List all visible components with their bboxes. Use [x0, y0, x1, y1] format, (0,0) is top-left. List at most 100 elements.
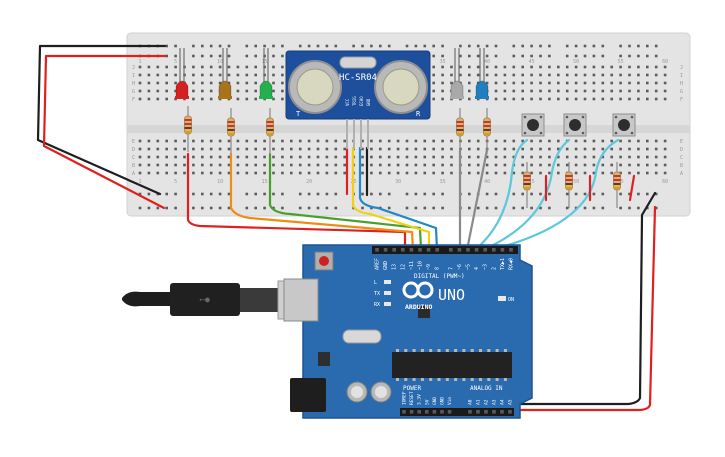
breadboard-rail-hole: [192, 44, 195, 48]
breadboard-hole: [619, 65, 622, 69]
breadboard-hole: [165, 163, 168, 167]
breadboard-rail-hole: [565, 54, 569, 58]
arduino-digital-pin[interactable]: [383, 248, 388, 252]
chip-pin: [404, 378, 408, 381]
arduino-digital-pin[interactable]: [426, 248, 431, 252]
arduino-power-pin[interactable]: [417, 410, 421, 414]
breadboard-hole: [147, 147, 151, 151]
arduino-digital-pin-label: ~11: [409, 261, 415, 270]
breadboard-hole: [218, 163, 222, 167]
push-button[interactable]: [521, 113, 545, 137]
breadboard-rail-hole: [485, 206, 489, 210]
breadboard-hole: [396, 163, 400, 167]
arduino-power-pin[interactable]: [440, 410, 444, 414]
arduino-digital-pin[interactable]: [409, 248, 414, 252]
breadboard-rail-hole: [432, 54, 435, 58]
arduino-digital-pin[interactable]: [375, 248, 379, 252]
breadboard-hole: [539, 147, 542, 151]
resistor-band: [613, 179, 621, 181]
breadboard-hole: [503, 147, 507, 151]
resistor-band: [456, 129, 464, 131]
arduino-power-pin[interactable]: [402, 410, 406, 414]
sensor-transducer-left-mesh: [296, 68, 334, 106]
arduino-power-pin[interactable]: [409, 410, 414, 414]
breadboard-rail-hole: [307, 206, 311, 210]
arduino-capacitor-1-top: [351, 386, 363, 398]
breadboard-hole: [450, 163, 453, 167]
arduino-power-pin[interactable]: [447, 410, 452, 414]
breadboard-center-channel: [127, 125, 690, 133]
breadboard-row-label: G: [132, 89, 135, 95]
breadboard-hole: [521, 81, 524, 85]
breadboard-hole: [476, 171, 480, 175]
sensor-pin: [346, 119, 348, 149]
arduino-reset-cap[interactable]: [319, 256, 329, 266]
breadboard-hole: [281, 89, 284, 93]
arduino-digital-pin[interactable]: [483, 248, 487, 252]
arduino-digital-pin[interactable]: [466, 248, 470, 252]
arduino-digital-pin[interactable]: [474, 248, 479, 252]
arduino-digital-pin[interactable]: [401, 248, 405, 252]
arduino-power-pin[interactable]: [432, 410, 437, 414]
breadboard-hole: [370, 147, 373, 151]
arduino-analog-pin[interactable]: [508, 410, 512, 414]
push-button[interactable]: [612, 113, 636, 137]
breadboard-hole: [637, 81, 640, 85]
breadboard-hole: [423, 163, 427, 167]
breadboard-hole: [530, 89, 533, 93]
breadboard-hole: [441, 147, 444, 151]
breadboard-rail-hole: [654, 206, 658, 210]
breadboard-hole: [138, 139, 142, 143]
breadboard-hole: [379, 147, 382, 151]
breadboard-hole: [307, 139, 311, 143]
arduino-capacitor-2-top: [375, 386, 387, 398]
arduino-power-pin[interactable]: [425, 410, 429, 414]
breadboard-hole: [245, 81, 249, 85]
breadboard-hole: [539, 155, 542, 159]
arduino-analog-pin[interactable]: [492, 410, 496, 414]
breadboard-rail-hole: [254, 54, 257, 58]
push-button-cap[interactable]: [527, 119, 539, 131]
resistor: [227, 108, 235, 154]
breadboard-hole: [307, 163, 311, 167]
arduino-digital-pin[interactable]: [457, 248, 462, 252]
breadboard-hole: [574, 155, 578, 159]
push-button-corner: [614, 131, 618, 135]
breadboard-hole: [663, 65, 667, 69]
push-button-corner: [581, 115, 585, 119]
push-button-cap[interactable]: [618, 119, 630, 131]
chip-pin: [503, 378, 507, 381]
breadboard-hole: [521, 139, 524, 143]
resistor-band: [565, 183, 573, 185]
arduino-digital-pin[interactable]: [509, 248, 513, 252]
resistor-band: [266, 129, 274, 131]
arduino-analog-pin[interactable]: [476, 410, 480, 414]
arduino-digital-pin[interactable]: [500, 248, 505, 252]
breadboard-column-label: 5: [174, 179, 177, 185]
breadboard-hole: [290, 139, 293, 143]
push-button[interactable]: [563, 113, 587, 137]
arduino-digital-pin-label: 8: [435, 267, 441, 270]
breadboard-hole: [512, 65, 516, 69]
arduino-analog-pin[interactable]: [500, 410, 504, 414]
breadboard-hole: [503, 171, 507, 175]
push-button-cap[interactable]: [569, 119, 581, 131]
resistor-band: [184, 119, 192, 121]
arduino-digital-pin[interactable]: [418, 248, 422, 252]
breadboard-hole: [423, 171, 427, 175]
arduino-digital-pin[interactable]: [449, 248, 453, 252]
breadboard-hole: [503, 81, 507, 85]
breadboard-hole: [254, 73, 257, 77]
breadboard-hole: [441, 171, 444, 175]
breadboard-hole: [298, 147, 302, 151]
arduino-analog-pin[interactable]: [468, 410, 472, 414]
breadboard-column-label: 45: [529, 179, 535, 185]
breadboard-hole: [334, 147, 338, 151]
breadboard-rail-hole: [272, 44, 275, 48]
arduino-digital-pin[interactable]: [435, 248, 439, 252]
arduino-digital-pin[interactable]: [492, 248, 496, 252]
arduino-analog-pin[interactable]: [484, 410, 488, 414]
arduino-digital-pin[interactable]: [392, 248, 396, 252]
